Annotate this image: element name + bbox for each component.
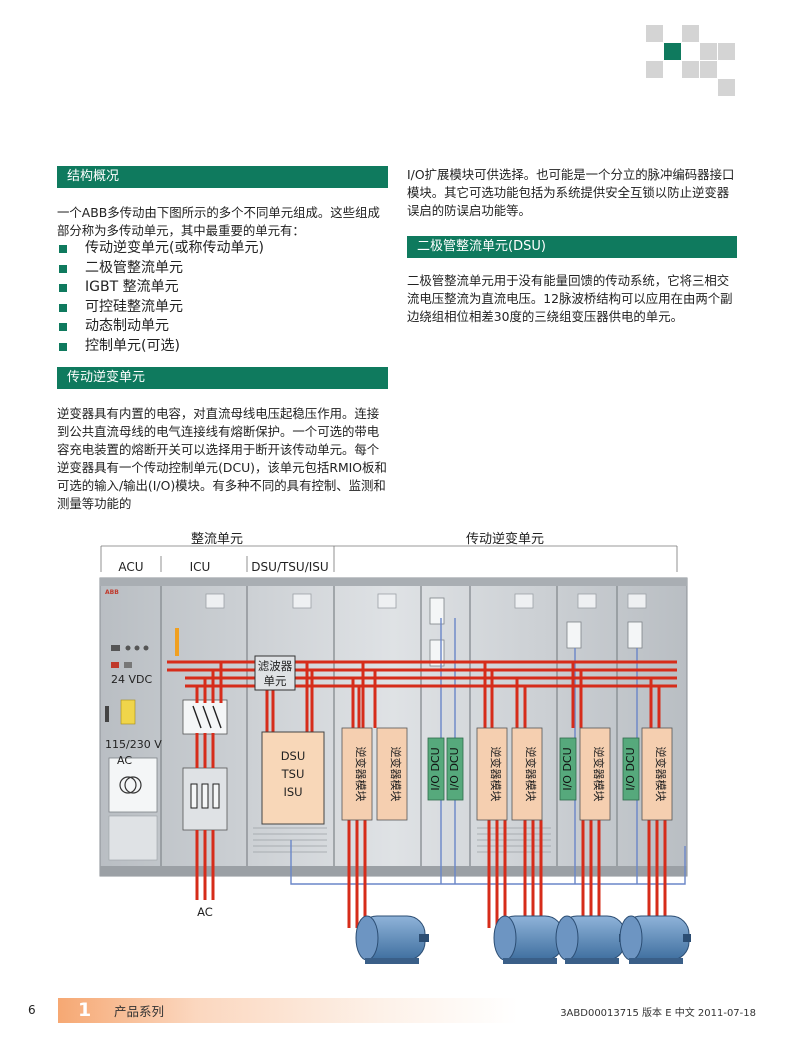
io-dcu-module: I/O DCU — [559, 737, 577, 801]
footer-band — [58, 998, 518, 1023]
overview-intro: 一个ABB多传动由下图所示的多个不同单元组成。这些组成部分称为多传动单元，其中最… — [57, 205, 380, 238]
group-label-inverter: 传动逆变单元 — [466, 531, 544, 547]
motor-icon — [355, 915, 429, 964]
section-heading-dsu: 二极管整流单元(DSU) — [407, 236, 737, 258]
page-number: 6 — [28, 1003, 36, 1017]
svg-text:I/O DCU: I/O DCU — [448, 747, 461, 790]
filter-unit-label-line1: 滤波器 — [258, 659, 293, 673]
section-heading-inverter: 传动逆变单元 — [57, 367, 388, 389]
svg-text:逆变器模块: 逆变器模块 — [354, 747, 368, 802]
io-dcu-module: I/O DCU — [622, 737, 640, 801]
bullet-square-icon — [59, 245, 67, 253]
list-item: 传动逆变单元(或称传动单元) — [57, 239, 264, 259]
bullet-square-icon — [59, 284, 67, 293]
column-label-dsu: DSU/TSU/ISU — [251, 560, 328, 574]
column-label-icu: ICU — [190, 560, 211, 574]
inverter-module: 逆变器模块 — [476, 727, 508, 821]
filter-unit-box — [254, 655, 296, 691]
svg-text:逆变器模块: 逆变器模块 — [389, 747, 403, 802]
chapter-title: 产品系列 — [114, 1004, 165, 1019]
deco-square — [682, 61, 699, 78]
svg-text:I/O DCU: I/O DCU — [429, 747, 442, 790]
motor-icon — [555, 915, 629, 964]
svg-text:逆变器模块: 逆变器模块 — [524, 747, 538, 802]
list-item: 控制单元(可选) — [57, 337, 264, 357]
svg-text:I/O DCU: I/O DCU — [561, 747, 574, 790]
group-label-rectifier: 整流单元 — [191, 532, 243, 547]
bullet-square-icon — [59, 323, 67, 332]
inverter-module: 逆变器模块 — [579, 727, 611, 821]
deco-square-accent — [664, 43, 681, 60]
label-24vdc: 24 VDC — [111, 673, 152, 686]
list-item: IGBT 整流单元 — [57, 278, 264, 298]
dsu-body: 二极管整流单元用于没有能量回馈的传动系统，它将三相交流电压整流为直流电压。12脉… — [407, 273, 733, 324]
list-item: 二极管整流单元 — [57, 259, 264, 279]
section-heading-overview: 结构概况 — [57, 166, 388, 188]
svg-text:I/O DCU: I/O DCU — [624, 747, 637, 790]
inverter-module: 逆变器模块 — [376, 727, 408, 821]
rectifier-unit-box — [261, 731, 325, 825]
deco-square — [700, 61, 717, 78]
svg-text:逆变器模块: 逆变器模块 — [489, 747, 503, 802]
deco-square — [718, 43, 735, 60]
document-reference: 3ABD00013715 版本 E 中文 2011-07-18 — [560, 1008, 756, 1019]
unit-list: 传动逆变单元(或称传动单元) 二极管整流单元 IGBT 整流单元 可控硅整流单元… — [57, 239, 264, 357]
list-item: 动态制动单元 — [57, 317, 264, 337]
filter-unit-label-line2: 单元 — [264, 674, 287, 688]
deco-square — [682, 25, 699, 42]
cabinet-plinth — [100, 866, 687, 876]
deco-square — [718, 79, 735, 96]
rectifier-label-dsu: DSU — [281, 749, 306, 763]
list-item: 可控硅整流单元 — [57, 298, 264, 318]
bullet-square-icon — [59, 303, 67, 312]
icu-switchgear — [175, 628, 228, 831]
label-ac-supply: AC — [117, 754, 132, 767]
inverter-module: 逆变器模块 — [641, 727, 673, 821]
deco-square — [700, 43, 717, 60]
column-label-acu: ACU — [118, 560, 143, 574]
acu-controls — [105, 645, 158, 861]
label-115-230v: 115/230 V — [105, 738, 162, 751]
dc-bus-wiring — [167, 660, 677, 928]
rectifier-label-tsu: TSU — [281, 767, 305, 781]
deco-square — [646, 25, 663, 42]
inverter-body: 逆变器具有内置的电容，对直流母线电压起稳压作用。连接到公共直流母线的电气连接线有… — [57, 406, 387, 511]
bullet-square-icon — [59, 342, 67, 351]
chapter-number: 1 — [78, 999, 92, 1021]
ac-input-label: AC — [197, 905, 213, 919]
cabinet-top-rail — [100, 578, 687, 586]
abb-logo: ABB — [105, 589, 119, 596]
motor-icon — [619, 915, 691, 964]
multidrive-diagram: 整流单元 传动逆变单元 ACU ICU DSU/TSU/ISU ABB 24 V… — [99, 531, 691, 964]
io-dcu-module: I/O DCU — [427, 737, 445, 801]
inverter-module: 逆变器模块 — [511, 727, 543, 821]
io-dcu-module: I/O DCU — [446, 737, 464, 801]
rectifier-label-isu: ISU — [283, 785, 302, 799]
svg-text:逆变器模块: 逆变器模块 — [592, 747, 606, 802]
svg-text:逆变器模块: 逆变器模块 — [654, 747, 668, 802]
inverter-module: 逆变器模块 — [341, 727, 373, 821]
inverter-body-continued: I/O扩展模块可供选择。也可能是一个分立的脉冲编码器接口模块。其它可选功能包括为… — [407, 167, 735, 218]
bullet-square-icon — [59, 264, 67, 273]
deco-square — [646, 61, 663, 78]
